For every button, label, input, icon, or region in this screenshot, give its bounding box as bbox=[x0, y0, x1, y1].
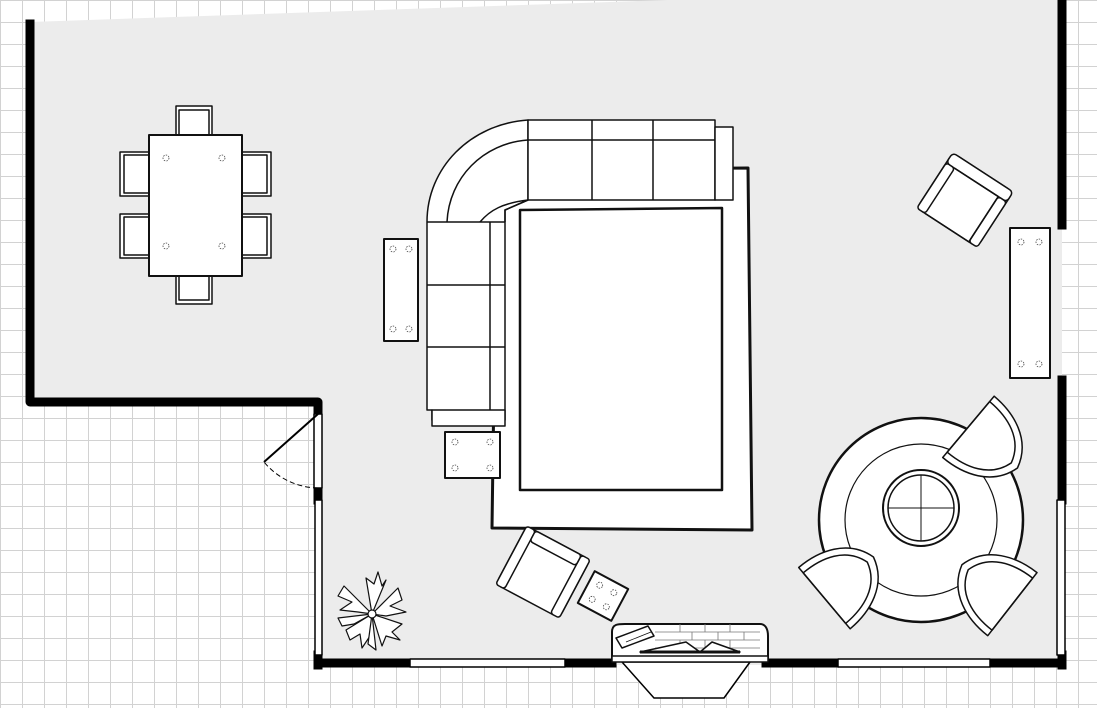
dining-chair bbox=[119, 151, 151, 197]
armchair-top-right bbox=[917, 153, 1013, 247]
console-table-left bbox=[383, 238, 419, 342]
dining-chair bbox=[175, 105, 213, 137]
end-table bbox=[444, 431, 501, 479]
plant bbox=[337, 571, 407, 651]
dining-chair bbox=[240, 213, 272, 259]
side-table-bottom bbox=[576, 570, 630, 622]
round-table-chair bbox=[957, 554, 1038, 637]
dining-table bbox=[148, 134, 243, 277]
windows bbox=[314, 499, 1066, 668]
area-rug bbox=[490, 166, 754, 532]
sectional-sofa bbox=[426, 119, 734, 427]
walls bbox=[25, 0, 1067, 670]
entry-door bbox=[263, 413, 323, 489]
dining-chair bbox=[240, 151, 272, 197]
fireplace bbox=[611, 623, 769, 699]
round-table-chair bbox=[797, 547, 879, 630]
window-right-wall bbox=[1056, 499, 1066, 656]
round-table-set bbox=[797, 395, 1038, 637]
dining-chair bbox=[175, 275, 213, 305]
dining-chair bbox=[119, 213, 151, 259]
round-table-chair bbox=[941, 395, 1023, 478]
armchair-bottom bbox=[496, 526, 590, 618]
window-bottom-left bbox=[409, 658, 566, 668]
dining-set bbox=[119, 105, 272, 305]
console-table-right bbox=[1009, 227, 1051, 379]
window-bottom-right bbox=[837, 658, 991, 668]
window-left-wall bbox=[314, 499, 323, 656]
